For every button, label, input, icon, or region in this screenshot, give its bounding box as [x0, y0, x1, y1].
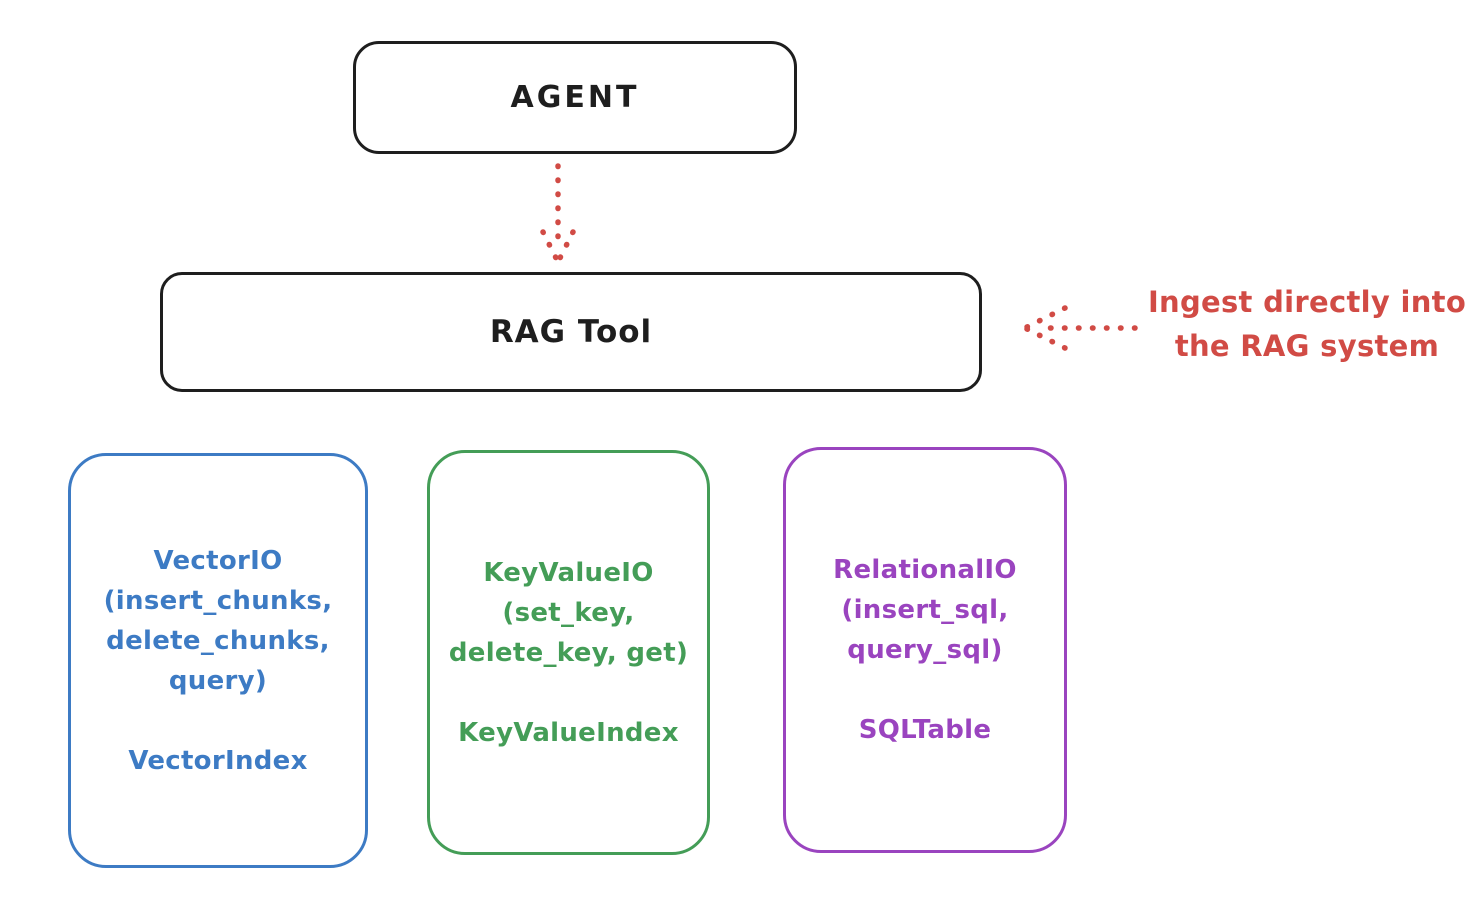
ingest-annotation-line2: the RAG system — [1174, 329, 1440, 363]
agent-node: AGENT — [353, 41, 797, 154]
sql-table-label: SQLTable — [858, 715, 992, 745]
store-line: (insert_chunks, — [103, 585, 333, 616]
store-line: (insert_sql, — [841, 595, 1009, 625]
rag-tool-label: RAG Tool — [489, 314, 653, 350]
store-line: VectorIO — [153, 545, 283, 576]
agent-to-ragtool-arrow-icon — [540, 163, 576, 263]
key-value-io-text: KeyValueIO (set_key, delete_key, get) Ke… — [449, 553, 688, 753]
ingest-annotation: Ingest directly into the RAG system — [1140, 280, 1474, 368]
store-line: query_sql) — [847, 635, 1003, 665]
store-line: query) — [168, 665, 268, 696]
store-line: delete_key, get) — [448, 637, 689, 668]
key-value-io-node: KeyValueIO (set_key, delete_key, get) Ke… — [427, 450, 710, 855]
vector-index-label: VectorIndex — [128, 745, 308, 776]
ingest-arrow-icon — [1024, 305, 1138, 351]
relational-io-node: RelationalIO (insert_sql, query_sql) SQL… — [783, 447, 1067, 853]
relational-io-text: RelationalIO (insert_sql, query_sql) SQL… — [833, 550, 1017, 750]
rag-tool-node: RAG Tool — [160, 272, 982, 392]
vector-io-node: VectorIO (insert_chunks, delete_chunks, … — [68, 453, 368, 868]
store-line: RelationalIO — [833, 555, 1017, 585]
vector-io-text: VectorIO (insert_chunks, delete_chunks, … — [104, 541, 333, 781]
store-line: delete_chunks, — [106, 625, 330, 656]
ingest-annotation-line1: Ingest directly into — [1147, 285, 1467, 319]
store-line: KeyValueIO — [483, 557, 654, 588]
agent-label: AGENT — [510, 80, 640, 115]
key-value-index-label: KeyValueIndex — [458, 717, 679, 748]
store-line: (set_key, — [502, 597, 635, 628]
